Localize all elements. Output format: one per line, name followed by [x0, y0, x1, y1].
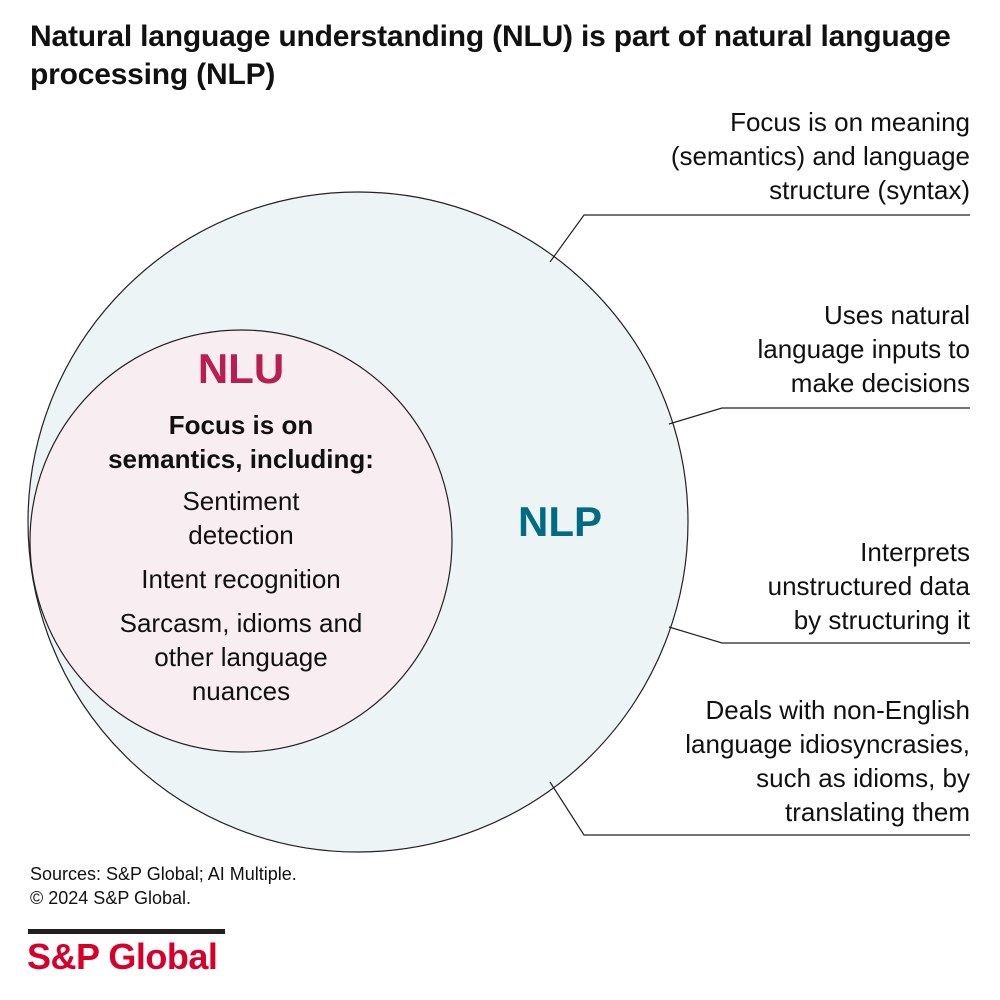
- nlp-note-4: Deals with non-English language idiosync…: [685, 693, 970, 829]
- note-line: unstructured data: [767, 571, 970, 601]
- nlu-item: nuances: [191, 676, 291, 706]
- note-line: translating them: [785, 797, 970, 827]
- nlp-note-1: Focus is on meaning (semantics) and lang…: [671, 105, 970, 207]
- nlu-item: other language: [154, 642, 328, 672]
- note-line: such as idioms, by: [756, 763, 970, 793]
- nlp-note-3: Interprets unstructured data by structur…: [768, 535, 970, 637]
- chart-title: Natural language understanding (NLU) is …: [30, 20, 951, 91]
- copyright-text: © 2024 S&P Global.: [30, 888, 192, 908]
- sources-text: Sources: S&P Global; AI Multiple.: [30, 864, 297, 884]
- nlu-heading-line2: semantics, including:: [108, 444, 374, 474]
- note-line: Focus is on meaning: [730, 107, 970, 137]
- nlu-circle: [29, 329, 453, 753]
- note-line: make decisions: [790, 368, 970, 398]
- note-line: (semantics) and language: [670, 141, 970, 171]
- note-line: by structuring it: [793, 605, 970, 635]
- leader-line-1: [549, 214, 970, 263]
- sp-global-logo: S&P Global: [27, 936, 218, 977]
- sources: Sources: S&P Global; AI Multiple. © 2024…: [30, 862, 297, 910]
- leader-line-2: [668, 407, 970, 425]
- nlu-item: detection: [188, 520, 294, 550]
- note-line: structure (syntax): [769, 175, 970, 205]
- leader-line-3: [668, 626, 970, 644]
- note-line: Interprets: [860, 537, 970, 567]
- logo-bar: [28, 929, 225, 934]
- nlp-label: NLP: [518, 498, 602, 545]
- nlp-note-2: Uses natural language inputs to make dec…: [757, 298, 970, 400]
- nlu-item: Sentiment: [182, 486, 300, 516]
- nlu-heading-line1: Focus is on: [168, 410, 314, 440]
- note-line: Uses natural: [824, 300, 970, 330]
- note-line: Deals with non-English: [705, 695, 970, 725]
- leader-line-4: [549, 781, 970, 836]
- nlu-label: NLU: [197, 345, 285, 392]
- nlu-item: Sarcasm, idioms and: [119, 608, 363, 638]
- note-line: language idiosyncrasies,: [685, 729, 970, 759]
- nlu-item: Intent recognition: [141, 564, 341, 594]
- note-line: language inputs to: [757, 334, 970, 364]
